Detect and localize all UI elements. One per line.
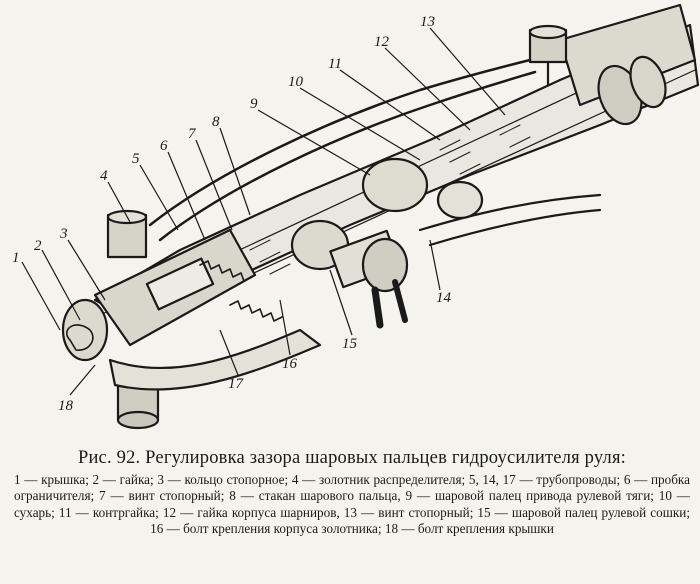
callout-7: 7 <box>188 126 197 142</box>
callout-14: 14 <box>436 290 452 306</box>
callout-3: 3 <box>59 226 68 242</box>
callout-18: 18 <box>58 398 74 414</box>
steering-booster-cutaway-drawing: 1 2 3 4 5 6 7 8 9 10 11 12 13 14 15 16 1… <box>12 3 700 430</box>
callout-4: 4 <box>100 168 108 184</box>
callout-5: 5 <box>132 151 140 167</box>
callout-16: 16 <box>282 356 298 372</box>
callout-13: 13 <box>420 14 435 30</box>
callout-2: 2 <box>34 238 42 254</box>
callout-12: 12 <box>374 34 390 50</box>
callout-11: 11 <box>328 56 342 72</box>
callout-15: 15 <box>342 336 358 352</box>
caption-title: Рис. 92. Регулировка зазора шаровых паль… <box>77 448 627 468</box>
caption-legend: 1 — крышка; 2 — гайка; 3 — кольцо стопор… <box>14 472 690 536</box>
callout-1: 1 <box>12 250 20 266</box>
callout-8: 8 <box>212 114 220 130</box>
callout-9: 9 <box>250 96 258 112</box>
callout-10: 10 <box>288 74 304 90</box>
callout-6: 6 <box>160 138 168 154</box>
figure-caption: Рис. 92. Регулировка зазора шаровых паль… <box>14 448 690 537</box>
callout-17: 17 <box>228 376 245 392</box>
